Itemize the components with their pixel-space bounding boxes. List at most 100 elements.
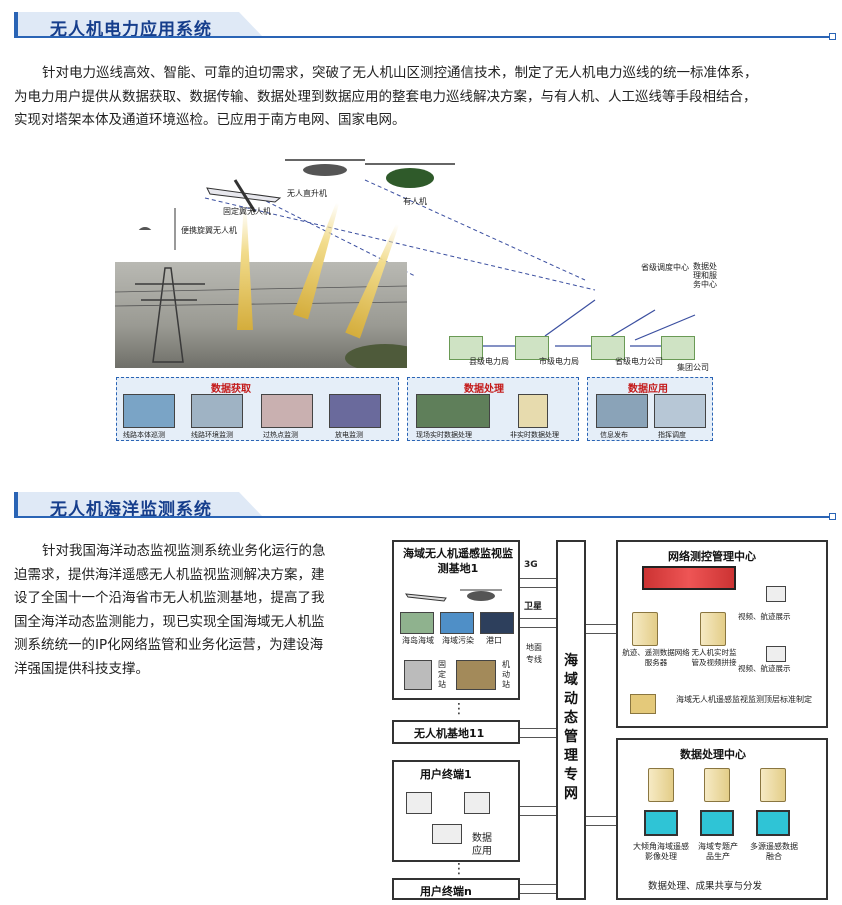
uav-icons: [404, 589, 502, 602]
label-satellite: 卫星: [524, 602, 543, 612]
thumb-offline: [518, 394, 548, 428]
dpc-title: 数据处理中心: [680, 748, 746, 761]
link-3g-arrow: [520, 578, 556, 588]
section2-line-1: 针对我国海洋动态监视监测系统业务化运行的急: [42, 543, 326, 559]
thumb-line-env: [191, 394, 243, 428]
thumb-dispatch: [654, 394, 706, 428]
thumb-label-publish: 信息发布: [600, 431, 628, 439]
thumb-publish: [596, 394, 648, 428]
section1-header: 无人机电力应用系统: [0, 10, 842, 40]
ncc-title: 网络测控管理中心: [668, 550, 756, 563]
dpc-box: 数据处理中心 大倾角海域遥感影像处理 海域专题产品生产 多源遥感数据融合 数据处…: [616, 738, 828, 900]
group-title-acquisition: 数据获取: [211, 384, 251, 395]
label-portable-rotor: 便携旋翼无人机: [181, 226, 237, 235]
aircraft-icons: [138, 159, 455, 230]
monitor-icon: [756, 810, 790, 836]
section2-line-6: 洋强国提供科技支撑。: [14, 660, 149, 677]
section2-header: 无人机海洋监测系统: [0, 490, 842, 520]
fixed-station-icon: [404, 660, 432, 690]
dpc-arrow: [586, 816, 616, 826]
label-fixed-station: 固定站: [438, 660, 446, 689]
section2-line-4: 国全海洋动态监测能力，现已实现全国海域无人机监: [14, 613, 325, 630]
label-standard: 海域无人机遥感监视监测顶层标准制定: [676, 695, 812, 704]
baseN-box: 无人机基地11: [392, 720, 520, 744]
server-icon: [760, 768, 786, 802]
thumb-realtime: [416, 394, 490, 428]
thumb-label-hotspot: 过热点监测: [263, 431, 298, 439]
label-3g: 3G: [524, 560, 538, 570]
label-province-company: 省级电力公司: [615, 357, 663, 366]
section2-divider-end: [829, 513, 836, 520]
thumb-port: [480, 612, 514, 634]
label-county-bureau: 县级电力局: [469, 357, 509, 366]
computer-icon: [406, 792, 432, 814]
label-provincial-dispatch: 省级调度中心: [641, 263, 689, 272]
label-group-company: 集团公司: [677, 363, 709, 372]
thumb-line-body: [123, 394, 175, 428]
section1-line-2: 为电力用户提供从数据获取、数据传输、数据处理到数据应用的整套电力巡线解决方案，与…: [14, 88, 757, 105]
label-port: 港口: [486, 636, 502, 645]
computer-icon: [464, 792, 490, 814]
thumb-label-offline: 非实时数据处理: [510, 431, 559, 439]
user1-box: 用户终端1 数据应用: [392, 760, 520, 862]
county-station-icon: [449, 336, 483, 360]
section2-title: 无人机海洋监测系统: [50, 500, 212, 520]
documents-icon: [630, 694, 656, 714]
group-data-acquisition: 数据获取 线路本体巡测 线路环境监测 过热点监测 放电监测: [116, 377, 399, 441]
label-ground-line: 地面专线: [526, 643, 542, 664]
section2-header-tab: [14, 492, 262, 516]
ocean-system-diagram: 海域无人机遥感监视监测基地1 海岛海域 海域污染 港口 固定站 机动站 3G 卫…: [390, 538, 830, 902]
group-data-processing: 数据处理 现场实时数据处理 非实时数据处理: [407, 377, 579, 441]
label-data-center: 数据处理和服务中心: [693, 262, 717, 289]
network-column: 海域动态管理专网: [556, 540, 586, 900]
server-icon: [704, 768, 730, 802]
thumb-label-dispatch: 指挥调度: [658, 431, 686, 439]
thumb-hotspot: [261, 394, 313, 428]
thumb-island: [400, 612, 434, 634]
section1-line-1: 针对电力巡线高效、智能、可靠的迫切需求，突破了无人机山区测控通信技术，制定了无人…: [42, 65, 758, 81]
label-video-track-2: 视频、航迹展示: [738, 664, 791, 673]
group-data-application: 数据应用 信息发布 指挥调度: [587, 377, 713, 441]
monitor-icon: [644, 810, 678, 836]
user1-title: 用户终端1: [420, 768, 472, 781]
section1-line-3: 实现对塔架本体及通道环境巡检。已应用于南方电网、国家电网。: [14, 112, 406, 128]
user1-arrow: [520, 806, 556, 816]
tower-icon: [114, 267, 425, 372]
userN-label: 用户终端n: [420, 885, 472, 898]
city-station-icon: [515, 336, 549, 360]
network-label: 海域动态管理专网: [564, 653, 578, 802]
section2-paragraph: 针对我国海洋动态监视监测系统业务化运行的急 迫需求，提供海洋遥感无人机监视监测解…: [14, 540, 364, 681]
thumb-label-line-env: 线路环境监测: [191, 431, 233, 439]
manned-helicopter-icon: [365, 163, 455, 188]
userN-arrow: [520, 884, 556, 894]
group-title-application: 数据应用: [628, 384, 668, 395]
label-dpc-item-3: 多源遥感数据融合: [750, 842, 798, 861]
thumb-label-discharge: 放电监测: [335, 431, 363, 439]
base1-box: 海域无人机遥感监视监测基地1 海岛海域 海域污染 港口 固定站 机动站: [392, 540, 520, 700]
label-dpc-item-2: 海域专题产品生产: [698, 842, 738, 861]
section1-title: 无人机电力应用系统: [50, 20, 212, 40]
section1-divider: [14, 36, 834, 38]
thumb-pollution: [440, 612, 474, 634]
section1-divider-end: [829, 33, 836, 40]
ellipsis-1: ⋮: [452, 701, 466, 717]
label-city-bureau: 市级电力局: [539, 357, 579, 366]
label-dpc-footer: 数据处理、成果共享与分发: [648, 881, 763, 892]
ncc-arrow: [586, 624, 616, 634]
baseN-label: 无人机基地11: [414, 727, 485, 740]
diagram-links: [174, 179, 696, 347]
power-system-diagram: 便携旋翼无人机 固定翼无人机 无人直升机 有人机 省级调度中心 数据处理和服务中…: [114, 150, 717, 446]
group-title-processing: 数据处理: [464, 384, 504, 395]
ncc-box: 网络测控管理中心 视频、航迹展示 视频、航迹展示 航迹、遥测数据网络服务器 无人…: [616, 540, 828, 728]
label-video-track-1: 视频、航迹展示: [738, 612, 791, 621]
label-island: 海岛海域: [402, 636, 434, 645]
thumb-label-line-body: 线路本体巡测: [123, 431, 165, 439]
base1-title: 海域无人机遥感监视监测基地1: [403, 547, 513, 575]
label-fixed-wing: 固定翼无人机: [223, 207, 271, 216]
label-pollution: 海域污染: [442, 636, 474, 645]
label-realtime-monitor: 无人机实时监管及视频拼接: [691, 648, 737, 667]
server-icon: [648, 768, 674, 802]
userN-box: 用户终端n: [392, 878, 520, 900]
server-icon: [700, 612, 726, 646]
group-station-icon: [661, 336, 695, 360]
